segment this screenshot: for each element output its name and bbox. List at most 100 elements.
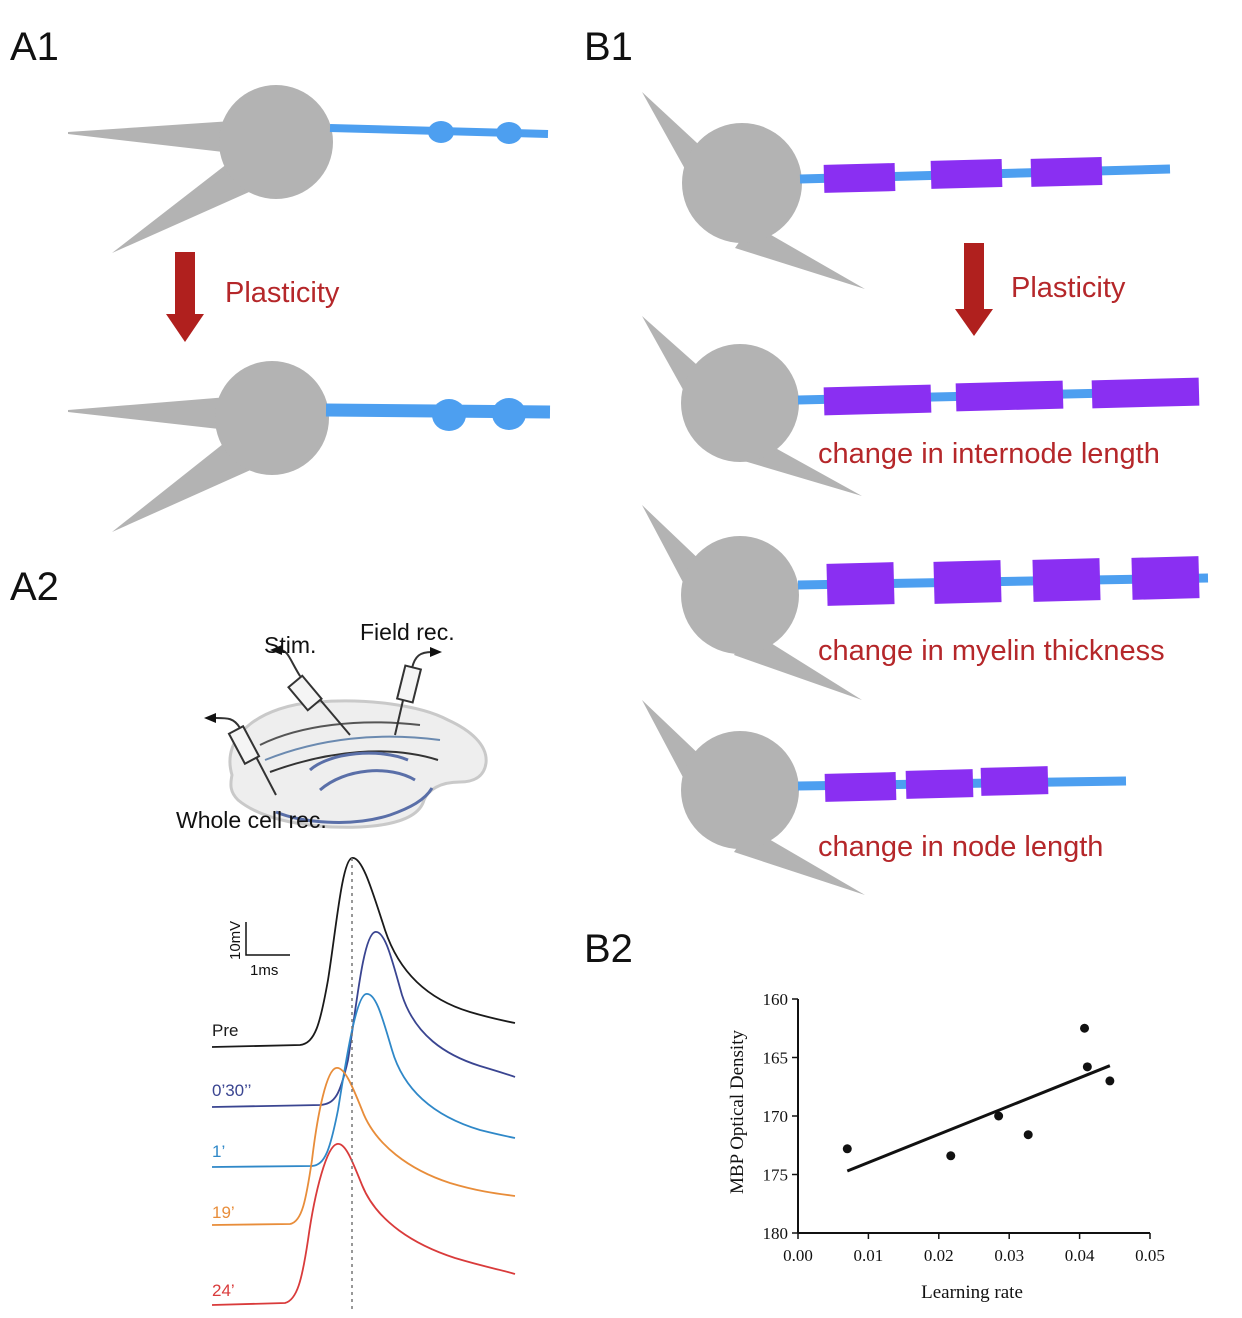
x-tick-label: 0.02: [924, 1246, 954, 1265]
fit-line-group: [846, 1064, 1111, 1173]
neuron-a1-top: [68, 85, 549, 253]
stim-label: Stim.: [264, 632, 316, 658]
scale-bar-voltage: 10mV: [227, 921, 244, 960]
trace-label-0-30: 0’30’’: [212, 1081, 251, 1100]
y-tick-label: 175: [763, 1166, 789, 1185]
panel-label-b2: B2: [584, 927, 633, 971]
panel-label-a2: A2: [10, 565, 59, 609]
trace-label-pre: Pre: [212, 1021, 238, 1040]
electrode-body: [227, 724, 261, 766]
trace-1: [211, 993, 516, 1168]
myelin-segment: [824, 772, 897, 802]
regression-line: [846, 1064, 1111, 1173]
x-tick-label: 0.04: [1065, 1246, 1095, 1265]
myelin-segment: [980, 766, 1049, 796]
dentate-layer: [308, 751, 409, 772]
hippocampal-slice: [228, 699, 488, 829]
axon-bouton: [496, 122, 522, 144]
dendrite-lower: [112, 160, 258, 253]
x-tick-label: 0.01: [854, 1246, 884, 1265]
arrow-head: [955, 309, 993, 336]
myelin-segment: [930, 159, 1003, 189]
mbp-scatter-chart: 0.00 0.01 0.02 0.03 0.04 0.05 160 165 170 175 180…: [727, 990, 1165, 1303]
plasticity-arrow-b1: [955, 243, 993, 336]
electrode-body: [287, 674, 323, 712]
arrow-head: [166, 314, 204, 342]
myelin-segment: [955, 380, 1064, 412]
trace-pre: [211, 857, 516, 1048]
arrow-icon: [204, 713, 216, 723]
data-point: [1082, 1062, 1092, 1072]
myelin-segment: [826, 562, 895, 606]
dendrite-lower: [112, 440, 255, 532]
panel-label-a1: A1: [10, 25, 59, 69]
y-tick-label: 160: [763, 990, 789, 1009]
myelin-segment: [905, 769, 974, 799]
chart-axes: [792, 998, 1151, 1239]
myelin-segment: [1091, 377, 1200, 409]
trace-24: [211, 1143, 516, 1306]
x-tick-label: 0.00: [783, 1246, 813, 1265]
neuron-b1-3: [642, 505, 1209, 700]
x-tick-label: 0.05: [1135, 1246, 1165, 1265]
electrode-body: [395, 664, 423, 704]
scale-bar: 10mV 1ms: [227, 921, 290, 979]
slice-fiber: [264, 735, 441, 761]
dendrite-left: [68, 121, 232, 153]
data-point: [1105, 1076, 1115, 1086]
whole-cell-rec-label: Whole cell rec.: [176, 807, 327, 833]
neuron-b1-2: [642, 316, 1200, 496]
myelin-segment: [1030, 157, 1103, 187]
arrow-shaft: [175, 252, 195, 316]
axon-bouton: [492, 398, 526, 430]
change-label-myelin-thickness: change in myelin thickness: [818, 635, 1165, 667]
soma: [681, 731, 799, 849]
arrow-icon: [270, 645, 282, 655]
data-point: [1023, 1130, 1033, 1140]
myelin-segment: [1131, 556, 1200, 600]
change-label-internode: change in internode length: [818, 438, 1160, 470]
myelin-segment: [823, 384, 932, 416]
x-tick-labels: 0.00 0.01 0.02 0.03 0.04 0.05: [783, 1246, 1165, 1265]
soma: [219, 85, 333, 199]
myelin-segment: [823, 163, 896, 193]
plasticity-label-a1: Plasticity: [225, 277, 340, 309]
y-tick-label: 165: [763, 1049, 789, 1068]
ca-layer: [275, 787, 434, 824]
axon-bouton: [428, 121, 454, 143]
myelin-segment: [933, 560, 1002, 604]
x-axis-title: Learning rate: [921, 1282, 1023, 1303]
data-point: [1080, 1023, 1090, 1033]
soma: [215, 361, 329, 475]
field-electrode: [394, 647, 442, 736]
plasticity-arrow-a1: [166, 252, 204, 342]
electrode-wire: [215, 717, 241, 729]
data-point: [994, 1111, 1004, 1121]
dendrite-lower: [734, 828, 865, 895]
data-point: [842, 1144, 852, 1154]
neuron-b1-4: [642, 700, 1127, 895]
neuron-b1-1: [642, 92, 1171, 289]
arrow-shaft: [964, 243, 984, 309]
y-tick-labels: 160 165 170 175 180: [763, 990, 789, 1243]
neuron-a1-bottom: [68, 361, 551, 532]
arrow-icon: [430, 647, 442, 657]
ap-traces: [211, 857, 516, 1310]
x-tick-label: 0.03: [994, 1246, 1024, 1265]
axon-bouton: [432, 399, 466, 431]
y-tick-label: 170: [763, 1107, 789, 1126]
myelin-segment: [1032, 558, 1101, 602]
change-label-node-length: change in node length: [818, 831, 1103, 863]
y-tick-label: 180: [763, 1224, 789, 1243]
soma: [682, 123, 802, 243]
electrode-wire: [411, 651, 433, 669]
trace-label-24: 24’: [212, 1281, 235, 1300]
dendrite-lower: [735, 224, 865, 289]
stim-electrode: [270, 645, 351, 736]
trace-label-19: 19’: [212, 1203, 235, 1222]
dentate-layer: [319, 769, 416, 792]
trace-0-30: [211, 931, 516, 1108]
soma: [681, 536, 799, 654]
dendrite-left: [68, 397, 228, 430]
data-point: [946, 1151, 956, 1161]
